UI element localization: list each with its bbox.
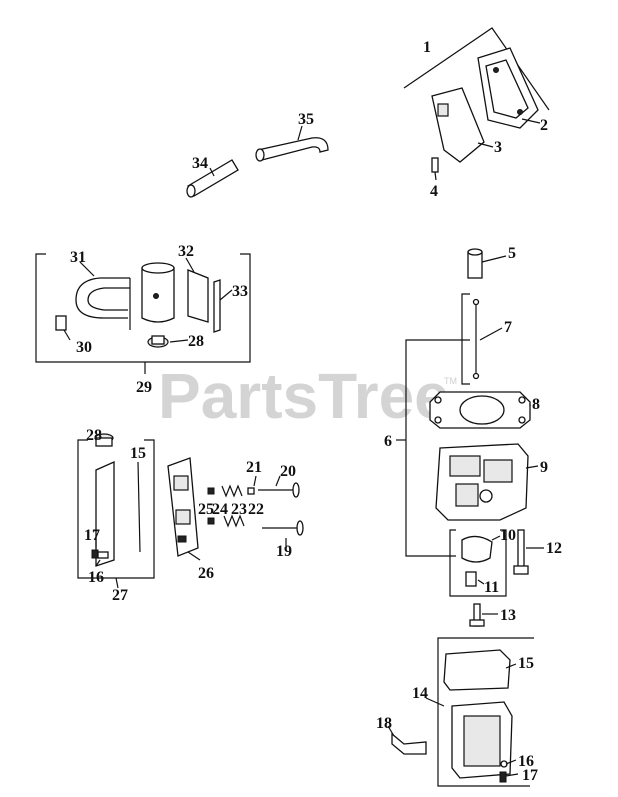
callout-30: 30 <box>76 339 92 356</box>
screw-part-30 <box>55 315 67 331</box>
callout-25: 25 <box>198 501 214 518</box>
callout-23: 23 <box>231 501 247 518</box>
callout-16-right: 16 <box>518 753 534 770</box>
callout-11: 11 <box>484 579 499 596</box>
gasket-part-33 <box>213 279 221 333</box>
callout-14: 14 <box>412 685 428 702</box>
oil-filter-assembly: 31 32 33 30 28 29 <box>35 243 251 396</box>
callout-17-right: 17 <box>522 767 538 784</box>
valve-cover-assembly-right: 15 14 16 17 18 <box>376 637 538 787</box>
callout-8: 8 <box>532 396 540 413</box>
callout-31: 31 <box>70 249 86 266</box>
callout-7: 7 <box>504 319 512 336</box>
callout-3: 3 <box>494 139 502 156</box>
callout-6: 6 <box>384 433 392 450</box>
callout-18: 18 <box>376 715 392 732</box>
valve-cover-gasket-part-15 <box>443 649 511 691</box>
callout-12: 12 <box>546 540 562 557</box>
callout-1: 1 <box>423 39 431 56</box>
breather-cover-assembly: 1 2 3 4 <box>403 27 550 200</box>
head-bolt-part-12 <box>517 529 525 571</box>
bracket-part-18 <box>391 732 427 755</box>
callout-33: 33 <box>232 283 248 300</box>
callout-32: 32 <box>178 243 194 260</box>
callout-28-top: 28 <box>188 333 204 350</box>
callout-5: 5 <box>508 245 516 262</box>
callout-20: 20 <box>280 463 296 480</box>
cylinder-head-assembly: 5 7 6 8 9 10 11 12 13 <box>384 245 562 627</box>
washer-part-16 <box>97 551 109 559</box>
callout-16-left: 16 <box>88 569 104 586</box>
callout-29: 29 <box>136 379 152 396</box>
callout-28-bottom: 28 <box>86 427 102 444</box>
callout-2: 2 <box>540 117 548 134</box>
pivot-part-11 <box>465 571 477 587</box>
callout-19: 19 <box>276 543 292 560</box>
callout-13: 13 <box>500 607 516 624</box>
callout-22: 22 <box>248 501 264 518</box>
spark-plug-boot-part-5 <box>467 251 483 279</box>
callout-4: 4 <box>430 183 438 200</box>
screw-part-17 <box>91 549 99 559</box>
hose-parts: 34 35 <box>186 111 329 198</box>
breather-cover-part <box>431 87 485 163</box>
callout-15-left: 15 <box>130 445 146 462</box>
callout-24: 24 <box>212 501 228 518</box>
breather-screw-part <box>431 157 439 173</box>
valve-train-assembly: 20 21 25 24 23 22 19 26 <box>167 457 304 582</box>
callout-35: 35 <box>298 111 314 128</box>
callout-15-right: 15 <box>518 655 534 672</box>
screw-part-17b <box>499 771 507 783</box>
adapter-part-32 <box>187 269 209 323</box>
cover-part-27 <box>95 460 115 567</box>
callout-27: 27 <box>112 587 128 604</box>
callout-9: 9 <box>540 459 548 476</box>
callout-17-left: 17 <box>84 527 100 544</box>
breather-hose-35 <box>257 137 329 161</box>
watermark-trademark: TM <box>444 376 457 386</box>
callout-10: 10 <box>500 527 516 544</box>
callout-34: 34 <box>192 155 208 172</box>
callout-21: 21 <box>246 459 262 476</box>
watermark-text: PartsTree <box>158 360 450 432</box>
valve-springs <box>207 484 255 528</box>
callout-26: 26 <box>198 565 214 582</box>
valve-cover-assembly-left: 28 15 17 16 27 <box>77 427 155 604</box>
cylinder-head-part-9 <box>435 443 529 521</box>
rocker-arm-part-10 <box>461 535 493 563</box>
